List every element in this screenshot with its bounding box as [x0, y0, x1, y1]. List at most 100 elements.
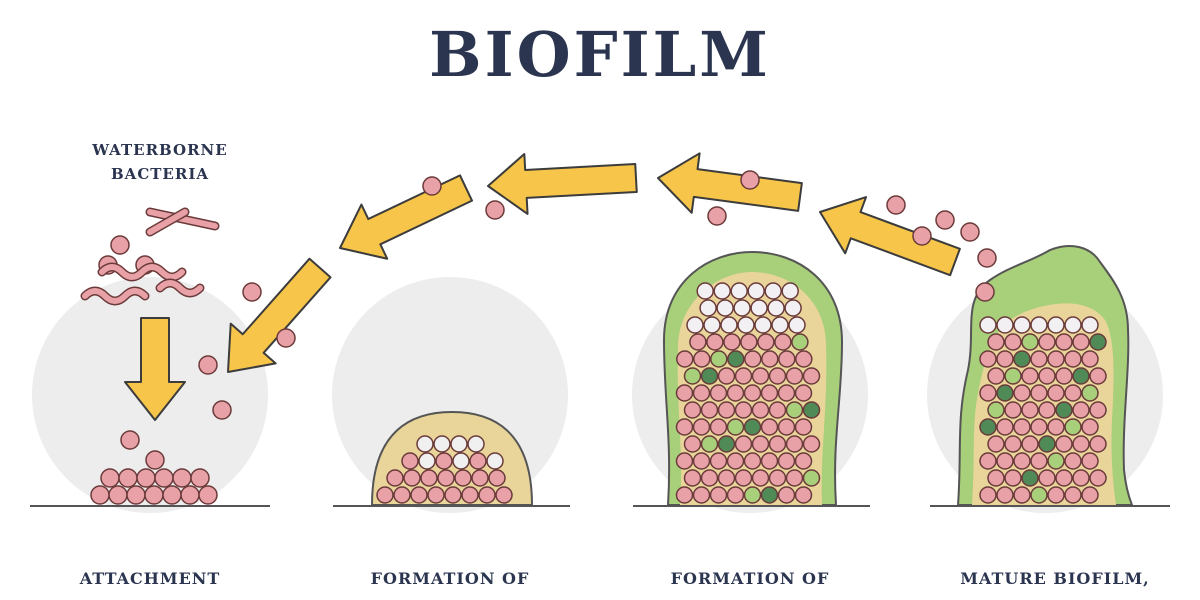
mature-cell	[1047, 316, 1065, 334]
mature-cell	[1055, 333, 1073, 351]
mature-cell	[979, 316, 997, 334]
tower-cell	[700, 435, 719, 453]
mature-cell	[1030, 384, 1048, 402]
tower-cell	[795, 350, 813, 368]
mature-cell	[987, 333, 1005, 351]
colony-cell	[416, 435, 434, 453]
attached-cell	[145, 450, 165, 470]
wavy-bacterium-2-fill	[82, 288, 148, 304]
tower-cell	[675, 452, 694, 470]
tower-cell	[768, 367, 787, 385]
colony-cell	[376, 486, 394, 504]
mature-cell	[987, 435, 1005, 453]
mature-cell	[987, 367, 1005, 385]
tower-cell	[764, 282, 782, 300]
tower-cell	[703, 316, 721, 334]
tower-cell	[760, 384, 779, 402]
stage-label-maturation: FORMATION OF	[670, 569, 830, 588]
tower-cell	[683, 401, 702, 419]
tower-cell	[778, 350, 796, 368]
mature-cell	[1047, 418, 1065, 436]
mature-cell	[1089, 367, 1107, 385]
mature-cell	[1072, 469, 1090, 487]
tower-cell	[717, 435, 736, 453]
attached-cell	[190, 468, 210, 488]
colony-cell	[471, 469, 489, 487]
mature-cell	[1013, 350, 1031, 368]
tower-cell	[734, 469, 753, 487]
mature-cell	[1064, 418, 1082, 436]
attached-cell	[144, 485, 164, 505]
tower-cell	[683, 469, 702, 487]
mature-cell	[1064, 350, 1082, 368]
tower-cell	[734, 367, 753, 385]
mature-cell	[1081, 452, 1099, 470]
mature-cell	[996, 316, 1014, 334]
bacterium-cell	[276, 328, 296, 348]
attached-cell	[126, 485, 146, 505]
mature-cell	[979, 486, 997, 504]
mature-cell	[1013, 316, 1031, 334]
mature-cell	[1064, 486, 1082, 504]
mature-cell	[1064, 316, 1082, 334]
tower-cell	[689, 333, 707, 351]
colony-cell	[495, 486, 513, 504]
diagram-title: BIOFILM	[429, 18, 771, 91]
tower-cell	[696, 282, 714, 300]
mature-cell	[996, 486, 1014, 504]
tower-cell	[802, 401, 821, 419]
tower-cell	[751, 469, 770, 487]
mature-cell	[1047, 452, 1065, 470]
tower-cell	[686, 316, 704, 334]
tower-cell	[777, 384, 796, 402]
bacterium-cell	[960, 222, 980, 242]
tower-cell	[727, 350, 745, 368]
mature-cell	[1064, 452, 1082, 470]
mature-cell	[1004, 367, 1022, 385]
mature-cell	[1030, 418, 1048, 436]
tower-cell	[706, 333, 724, 351]
attached-cell	[162, 485, 182, 505]
colony-cell	[454, 469, 472, 487]
tower-cell	[760, 452, 779, 470]
tower-cell	[791, 333, 809, 351]
bacterium-cell	[707, 206, 727, 226]
tower-cell	[774, 333, 792, 351]
tower-cell	[675, 384, 694, 402]
attached-cell	[180, 485, 200, 505]
mature-cell	[1081, 418, 1099, 436]
tower-cell	[726, 418, 745, 436]
tower-cell	[794, 486, 813, 504]
tower-cell	[760, 418, 779, 436]
mature-cell	[1021, 401, 1039, 419]
colony-cell	[435, 452, 453, 470]
mature-cell	[1047, 384, 1065, 402]
wavy-bacterium-1-fill	[99, 264, 185, 280]
attached-cell	[108, 485, 128, 505]
mature-cell	[1030, 350, 1048, 368]
attached-cell	[118, 468, 138, 488]
bacterium-cell	[485, 200, 505, 220]
tower-cell	[692, 384, 711, 402]
mature-cell	[1089, 469, 1107, 487]
tower-cell	[683, 367, 702, 385]
bacterium-cell	[935, 210, 955, 230]
tower-cell	[675, 418, 694, 436]
colony-cell	[486, 452, 504, 470]
tower-cell	[740, 333, 758, 351]
tower-cell	[692, 486, 711, 504]
bacterium-cell	[977, 248, 997, 268]
tower-cell	[733, 299, 751, 317]
arrow-dispersal-4	[339, 174, 474, 260]
mature-cell	[1004, 333, 1022, 351]
mature-cell	[1055, 435, 1073, 453]
mature-cell	[987, 401, 1005, 419]
mature-cell	[1072, 435, 1090, 453]
tower-cell	[785, 469, 804, 487]
mature-cell	[979, 384, 997, 402]
mature-cell	[996, 384, 1014, 402]
tower-cell	[737, 316, 755, 334]
mature-cell	[1038, 469, 1056, 487]
bacterium-cell	[212, 400, 232, 420]
